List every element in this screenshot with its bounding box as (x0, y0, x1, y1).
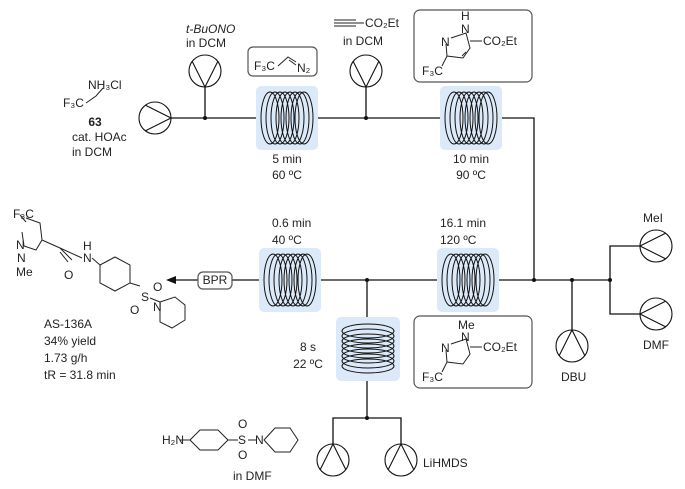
atom-label: F₃C (422, 64, 443, 78)
atom-label: N (461, 330, 470, 344)
pump-icon-mei[interactable] (638, 229, 673, 263)
coil-1-time: 5 min (272, 152, 302, 166)
reagent-line: in DCM (343, 34, 384, 48)
atom-label: O (64, 268, 74, 282)
tubing (171, 87, 640, 444)
outlet-arrow-icon (166, 276, 176, 284)
reagent-tbuono: t-BuONO (186, 22, 236, 36)
product-name: AS-136A (44, 317, 93, 331)
reagent-line: in DCM (186, 36, 227, 50)
reagent-line: in DCM (72, 145, 113, 159)
atom-label: N (17, 251, 26, 265)
diazo-box (247, 46, 318, 77)
coil-5-time: 8 s (299, 340, 316, 354)
atom-label: F₃C (63, 96, 84, 110)
reactor-coil-5 (335, 316, 401, 382)
atom-label: O (153, 280, 163, 294)
coil-3-temp: 120 ºC (440, 233, 477, 247)
pump-icon-tbuono[interactable] (188, 54, 222, 89)
atom-label: F₃C (254, 59, 275, 73)
atom-label: CO₂Et (365, 16, 399, 30)
pump-icon-lihmds[interactable] (384, 442, 418, 477)
reactor-coil-4 (258, 247, 322, 313)
pump-icon-sulfonamide[interactable] (316, 442, 350, 477)
bpr-label: BPR (202, 273, 228, 287)
reactor-coil-2 (439, 85, 503, 151)
atom-label: N (16, 238, 25, 252)
pump-icon-start[interactable] (138, 101, 173, 135)
product-yield: 34% yield (44, 334, 97, 348)
atom-label: H₂N (162, 433, 184, 447)
pyrazole-nme-box (413, 315, 533, 389)
atom-label: S (141, 290, 150, 304)
atom-label: N (461, 22, 470, 36)
coil-4-time: 0.6 min (272, 216, 312, 230)
reagent-line: cat. HOAc (72, 130, 127, 144)
atom-label: H (83, 239, 92, 253)
atom-label: Me (16, 265, 33, 279)
atom-label: N (441, 341, 450, 355)
atom-label: N (255, 433, 264, 447)
bpr-box (197, 271, 233, 290)
atom-label: F₃C (13, 207, 34, 221)
pump-icon-dbu[interactable] (555, 328, 589, 363)
coil-2-time: 10 min (452, 152, 490, 166)
atom-label: CO₂Et (483, 34, 517, 48)
atom-label: N (441, 35, 450, 49)
reagent-line: in DMF (233, 469, 272, 483)
reagent-dmf: DMF (643, 338, 669, 352)
atom-label: O (238, 417, 248, 431)
structure-bonds (19, 19, 482, 453)
atom-label: O (130, 303, 140, 317)
coil-1-temp: 60 ºC (272, 168, 302, 182)
coil-3-time: 16.1 min (440, 216, 487, 230)
atom-label: N (83, 251, 92, 265)
pump-icon-dmf[interactable] (638, 297, 673, 331)
atom-label: N (153, 300, 162, 314)
atom-label: F₃C (422, 370, 443, 384)
coil-4-temp: 40 ºC (272, 233, 302, 247)
reactor-coil-1 (255, 85, 319, 151)
reagent-mei: MeI (643, 211, 664, 225)
reactor-coil-3 (436, 247, 500, 313)
reagent-dbu: DBU (561, 370, 587, 384)
atom-label: NH₃Cl (88, 78, 122, 92)
atom-label: S (238, 433, 247, 447)
reagent-lihmds: LiHMDS (423, 456, 468, 470)
compound-number: 63 (88, 115, 102, 129)
atom-label: N₂ (297, 61, 311, 75)
atom-label: Me (458, 318, 475, 332)
product-throughput: 1.73 g/h (44, 351, 88, 365)
pyrazole-nh-box (413, 9, 533, 83)
product-retention-time: tR = 31.8 min (44, 368, 116, 382)
pump-icon-propiolate[interactable] (349, 54, 383, 89)
coil-5-temp: 22 ºC (293, 357, 323, 371)
atom-label: O (238, 448, 248, 462)
coil-2-temp: 90 ºC (456, 168, 486, 182)
atom-label: H (461, 9, 470, 23)
atom-label: CO₂Et (483, 340, 517, 354)
junctions (203, 116, 612, 420)
